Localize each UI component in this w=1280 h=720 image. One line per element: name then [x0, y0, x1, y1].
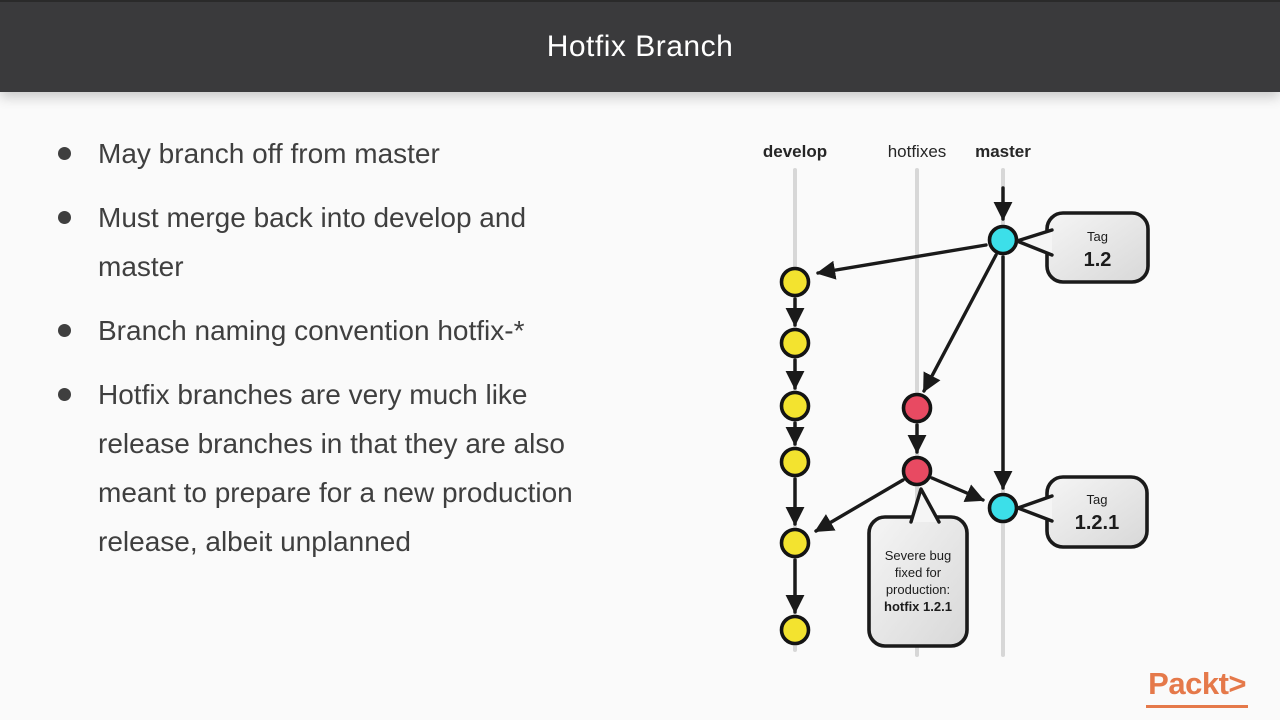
callout-text: Tag: [1087, 492, 1108, 507]
callout-tag-1-2: Tag 1.2: [1015, 211, 1150, 284]
bullet-item: Branch naming convention hotfix-*: [40, 306, 700, 355]
packt-logo: Packt>: [1146, 666, 1248, 708]
commit-node-develop-commit-5: [779, 527, 811, 559]
callout-bubble: [1045, 211, 1150, 284]
commit-node-master-tag-1.2: [987, 224, 1019, 256]
callout-tail: [1015, 228, 1054, 257]
branch-label-develop: develop: [763, 142, 827, 161]
callout-text: fixed for: [895, 565, 942, 580]
bullet-line: Branch naming convention hotfix-*: [98, 315, 525, 346]
commit-node-develop-commit-3: [779, 390, 811, 422]
edge-arrow-hotfix-to-develop: [814, 478, 905, 533]
bullet-line: master: [98, 251, 184, 282]
callout-tag-1-2-1: Tag 1.2.1: [1016, 475, 1149, 549]
slide-title-bar: Hotfix Branch: [0, 0, 1280, 92]
callout-tail: [909, 487, 941, 524]
branch-label-master: master: [975, 142, 1031, 161]
callout-severe-bug-note: Severe bug fixed for production: hotfix 1.2…: [867, 487, 969, 648]
callout-text: 1.2.1: [1075, 512, 1119, 534]
callout-text: Severe bug: [885, 548, 952, 563]
bullet-line: meant to prepare for a new production: [98, 477, 573, 508]
edge-arrow-master-to-develop: [816, 243, 988, 280]
commit-node-hotfix-commit-2: [901, 455, 933, 487]
commit-node-develop-commit-1: [779, 266, 811, 298]
commit-node-hotfix-commit-1: [901, 392, 933, 424]
commit-node-develop-commit-6: [779, 614, 811, 646]
edge-arrow-master-to-hotfix: [922, 253, 998, 393]
bullet-line: release branches in that they are also: [98, 428, 565, 459]
edge-arrow-hotfix-to-master: [930, 476, 985, 502]
callout-text: Tag: [1087, 229, 1108, 244]
bullet-line: May branch off from master: [98, 138, 440, 169]
bullet-line: Hotfix branches are very much like: [98, 379, 528, 410]
callout-tail: [1016, 494, 1054, 523]
bullet-item: Hotfix branches are very much like releas…: [40, 370, 700, 566]
callout-text: production:: [886, 582, 950, 597]
bullet-item: Must merge back into develop and master: [40, 193, 700, 291]
commit-node-develop-commit-2: [779, 327, 811, 359]
bullet-item: May branch off from master: [40, 129, 700, 178]
callout-text: 1.2: [1084, 249, 1112, 271]
bullet-line: release, albeit unplanned: [98, 526, 411, 557]
page-title: Hotfix Branch: [546, 30, 734, 63]
commit-node-develop-commit-4: [779, 446, 811, 478]
bullet-line: Must merge back into develop and: [98, 202, 527, 233]
branch-label-hotfixes: hotfixes: [888, 142, 947, 161]
commit-node-master-tag-1.2.1: [987, 492, 1019, 524]
callout-text: hotfix 1.2.1: [884, 599, 952, 614]
